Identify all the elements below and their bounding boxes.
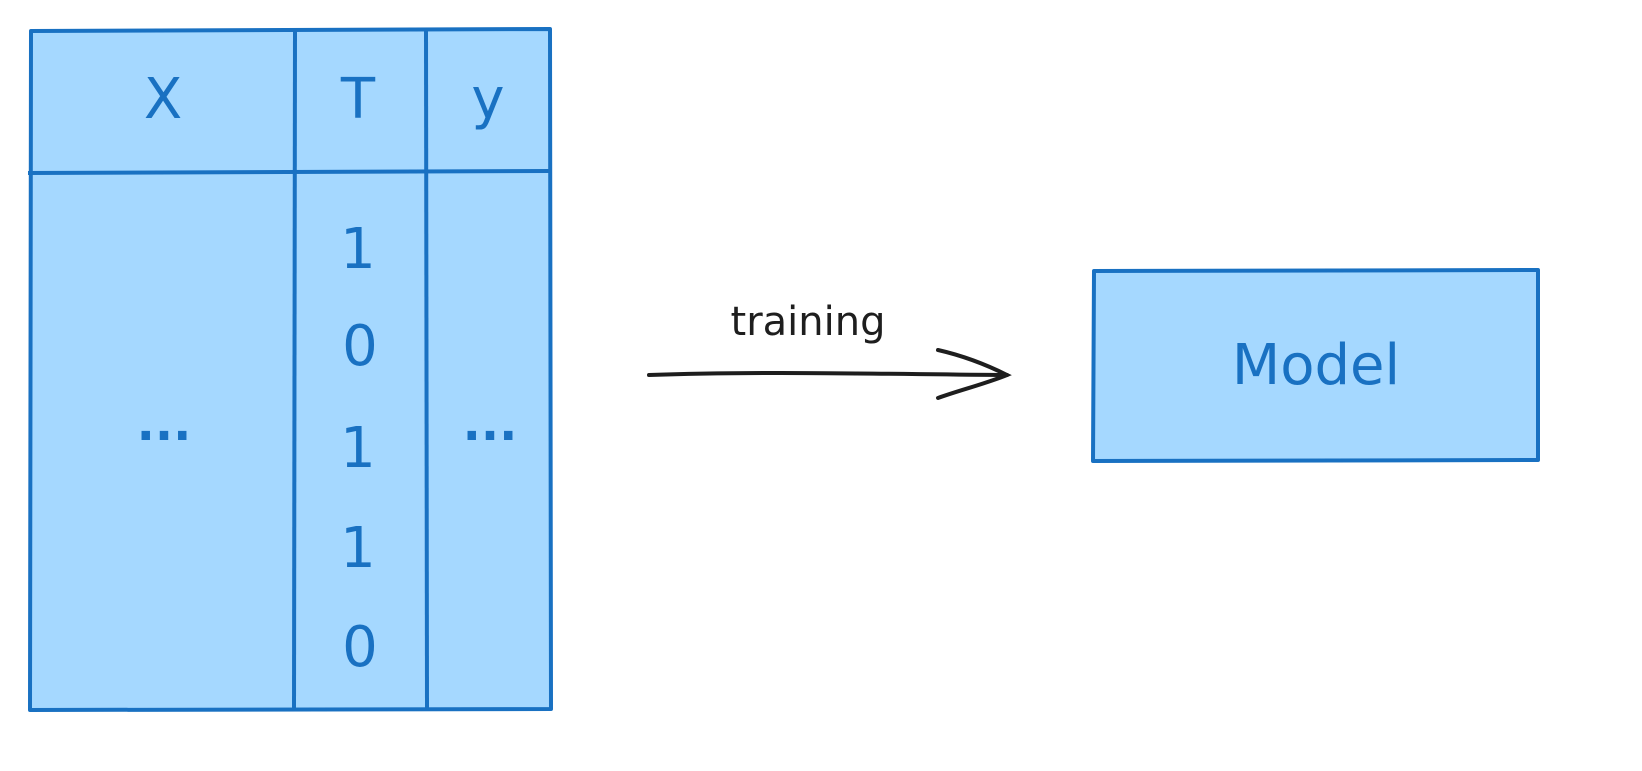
arrow-head [936,348,1012,400]
data-table: X T y ... ... 1 0 1 1 0 [27,27,553,712]
header-t: T [340,67,376,132]
arrow-label: training [731,299,886,345]
t-value: 1 [340,516,376,581]
header-divider [27,169,551,175]
t-value: 1 [340,416,376,481]
y-column-ellipsis: ... [463,396,518,452]
column-divider-t-y [424,30,429,709]
training-arrow: training [647,299,1012,400]
table-border [28,27,553,712]
x-column-ellipsis: ... [137,396,192,452]
model-border [1091,268,1540,463]
model-label: Model [1232,333,1400,398]
model-box: Model [1091,268,1540,463]
arrow-shaft [647,370,1009,377]
t-value: 0 [342,615,378,680]
header-y: y [471,67,504,132]
t-value: 0 [342,314,378,379]
column-divider-x-t [292,30,297,709]
t-value: 1 [340,217,376,282]
header-x: X [144,67,182,132]
